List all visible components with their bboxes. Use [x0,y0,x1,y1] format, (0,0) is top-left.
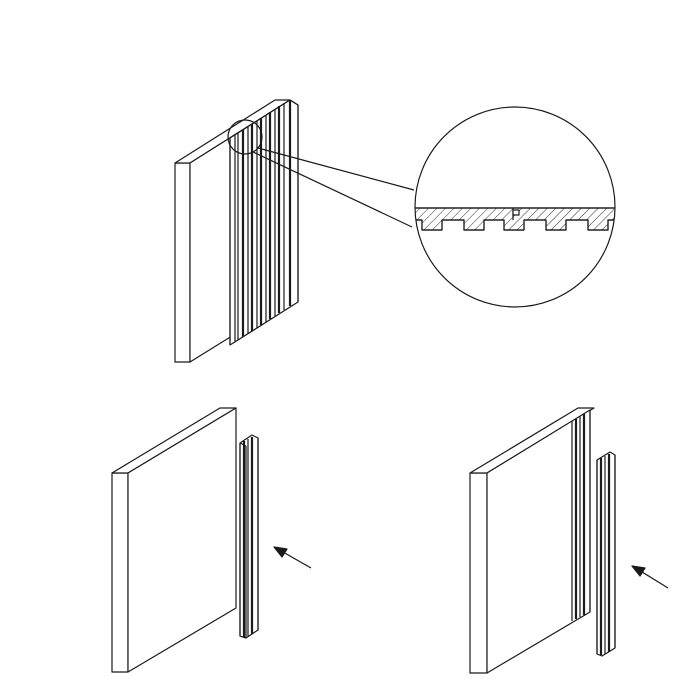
attached-slats [571,410,591,621]
loose-slat [239,434,259,639]
step-two-view [469,407,669,674]
arrow-icon [273,546,312,569]
step-one-view [111,407,312,673]
slat-group [229,99,299,346]
arrow-icon [631,565,669,589]
detail-marker [227,119,263,155]
detail-magnifier [414,106,616,308]
loose-slat [596,451,616,657]
assembled-panel [174,99,415,363]
